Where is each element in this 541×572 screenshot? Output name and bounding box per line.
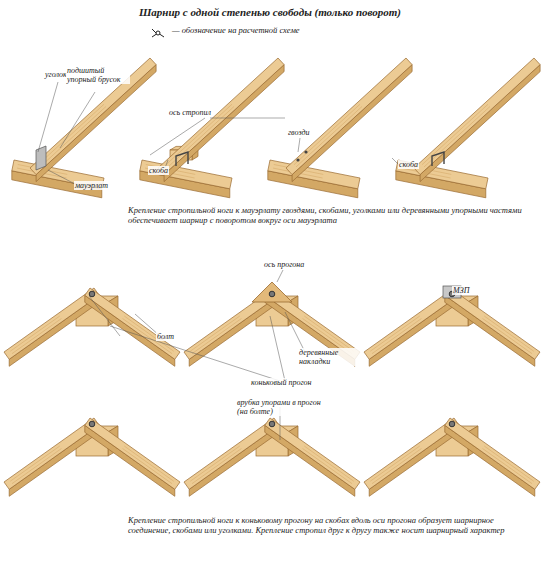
legend-text: — обозначение на расчетной схеме (172, 26, 300, 36)
wall-plate (12, 160, 104, 198)
legend-item: — обозначение на расчетной схеме (150, 26, 300, 36)
angle-plate (36, 146, 46, 170)
staple (176, 152, 188, 166)
part-label: врубка упорами в прогон (на болте) (236, 398, 333, 416)
note-text: Крепление стропильной ноги к мауэрлату г… (128, 206, 523, 226)
bolt (449, 421, 455, 427)
bolt (89, 421, 95, 427)
leader-lines (38, 82, 458, 440)
part-label: скоба (398, 160, 419, 169)
part-label: гвозди (287, 128, 310, 137)
rafter (414, 58, 540, 182)
rafter (445, 418, 540, 496)
bolt (269, 291, 275, 297)
rafter (286, 58, 412, 182)
part-label: скоба (148, 166, 169, 175)
wall-plate (140, 160, 232, 198)
part-label: ось прогона (263, 260, 305, 269)
staple (432, 152, 444, 166)
part-label: болт (156, 332, 175, 341)
title: Шарнир с одной степенью свободы (только … (70, 6, 470, 19)
nail (296, 158, 299, 161)
hinge-symbol (152, 29, 164, 37)
rafter (158, 58, 284, 182)
rafter (85, 418, 180, 496)
part-label: уголок (44, 70, 68, 79)
wall-plate (268, 160, 360, 198)
part-label: деревянные накладки (298, 348, 362, 366)
wall-plate (396, 160, 488, 198)
caption: Крепление стропильной ноги к коньковому … (128, 516, 523, 536)
wood-gusset (252, 282, 292, 302)
nail (304, 150, 307, 153)
bolt (269, 421, 275, 427)
bolt (89, 291, 95, 297)
part-label: подшитый упорный брусок (66, 66, 130, 84)
rafter (445, 288, 540, 366)
rafter (30, 58, 156, 182)
part-label: мауэрлат (74, 181, 109, 190)
part-label: МЗП (452, 286, 470, 295)
part-label: ось стропил (168, 108, 212, 117)
rafter (85, 288, 180, 366)
hinge-symbol-gap (150, 26, 168, 36)
rafter (265, 418, 360, 496)
part-label: коньковый прогон (250, 378, 312, 387)
